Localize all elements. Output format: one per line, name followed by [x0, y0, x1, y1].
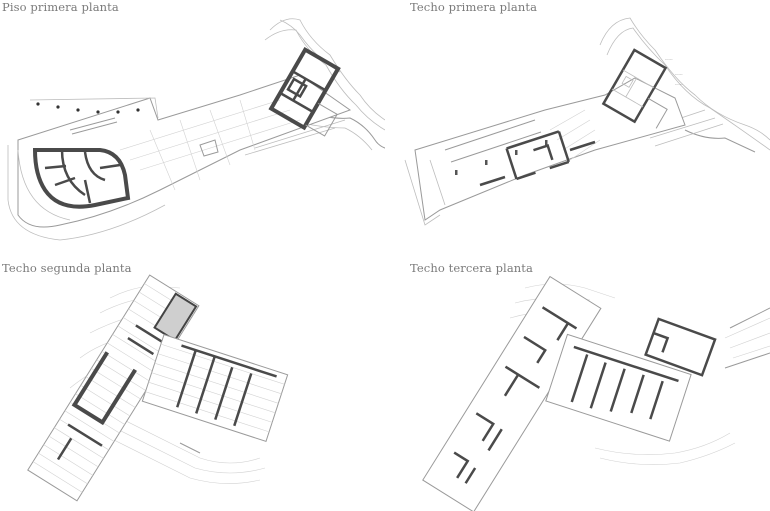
panel-title: Techo tercera planta	[410, 261, 533, 275]
floor-plan-drawing: ------- ------- -------	[404, 17, 770, 226]
svg-text:-------: -------	[675, 82, 683, 86]
floor-plan-drawing	[7, 18, 385, 241]
panel-techo-tercera-planta: Techo tercera planta	[385, 258, 770, 511]
floor-plan-drawing	[422, 275, 770, 511]
panel-piso-primera-planta: Piso primera planta	[0, 0, 385, 255]
panel-title: Piso primera planta	[2, 0, 119, 14]
svg-text:-------: -------	[675, 72, 683, 76]
floor-plan-drawing	[27, 274, 289, 502]
panel-title: Techo primera planta	[410, 0, 538, 14]
panel-title: Techo segunda planta	[2, 261, 132, 275]
panel-techo-segunda-planta: Techo segunda planta	[0, 258, 385, 511]
panel-techo-primera-planta: Techo primera planta -------	[385, 0, 770, 255]
svg-text:-------: -------	[665, 57, 673, 61]
